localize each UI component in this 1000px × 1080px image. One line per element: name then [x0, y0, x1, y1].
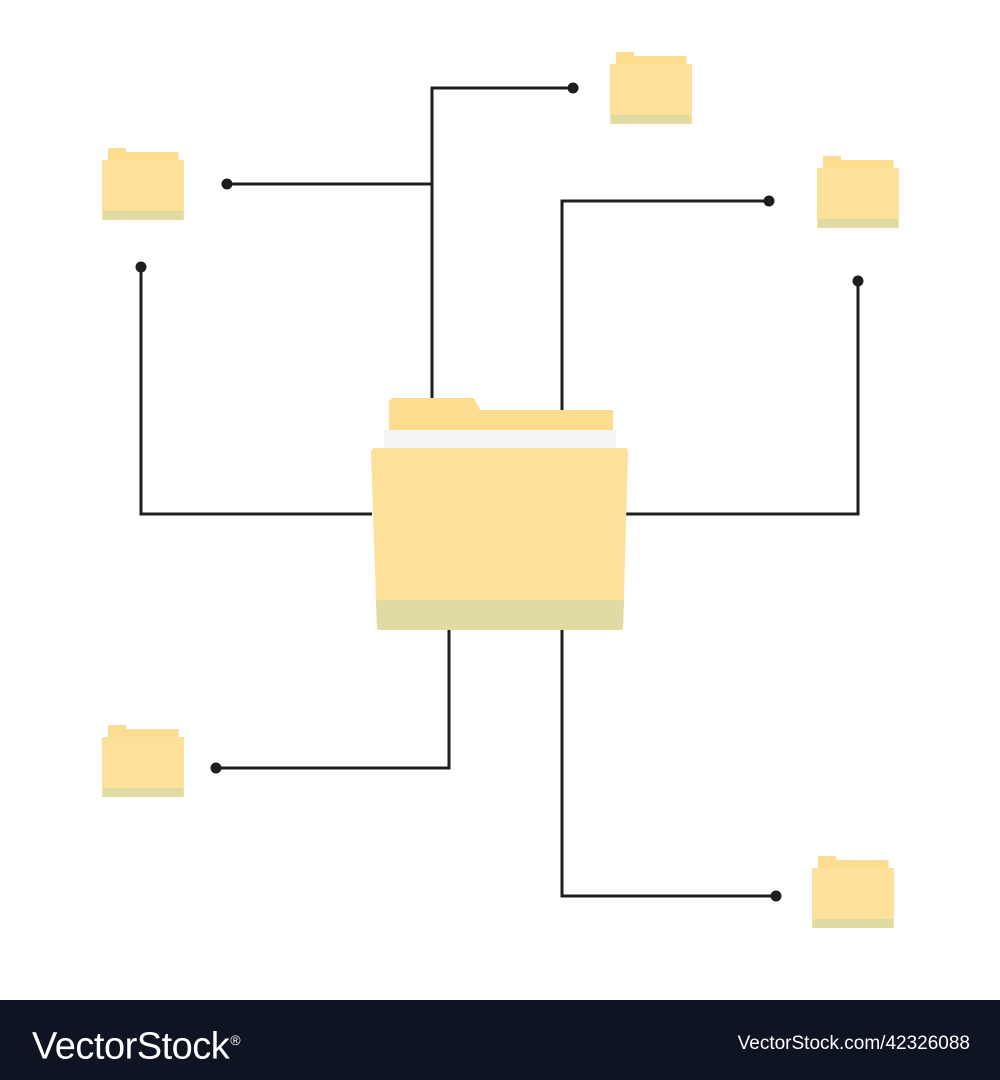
- connector-bottom-left: [216, 630, 451, 770]
- registered-mark: ®: [230, 1032, 241, 1048]
- folder-icon-top-left: [102, 148, 184, 220]
- image-reference: VectorStock.com/42326088: [737, 1033, 970, 1054]
- connector-bottom-right: [560, 630, 776, 898]
- connector-far-right: [626, 281, 860, 516]
- connector-endpoint-bottom-left: [210, 762, 222, 774]
- vectorstock-logo: VectorStock®: [32, 1018, 241, 1069]
- central-folder-icon: [371, 398, 628, 630]
- folder-icon-bottom-right: [812, 856, 894, 928]
- connector-top-right: [430, 86, 573, 400]
- connector-endpoint-far-right: [852, 275, 864, 287]
- connector-right: [560, 199, 769, 412]
- footer-bar: VectorStock® VectorStock.com/42326088: [0, 1000, 1000, 1080]
- connector-endpoint-right: [763, 195, 775, 207]
- small-folder-nodes: [102, 52, 899, 928]
- folder-icon-right: [817, 156, 899, 228]
- connector-endpoint-top-right: [567, 82, 579, 94]
- central-folder-paper: [384, 430, 616, 452]
- connector-lines: [135, 82, 864, 902]
- central-folder-tab: [389, 398, 613, 432]
- brand-name: VectorStock: [32, 1025, 230, 1068]
- folder-hierarchy-diagram: [102, 52, 899, 928]
- central-folder-base: [376, 600, 624, 630]
- connector-endpoint-left: [135, 261, 147, 273]
- connector-left: [139, 267, 372, 516]
- folder-icon-top-right: [610, 52, 692, 124]
- central-folder-front: [371, 448, 628, 630]
- connector-endpoint-top-left: [221, 178, 233, 190]
- folder-icon-bottom-left: [102, 725, 184, 797]
- connector-endpoint-bottom-right: [770, 890, 782, 902]
